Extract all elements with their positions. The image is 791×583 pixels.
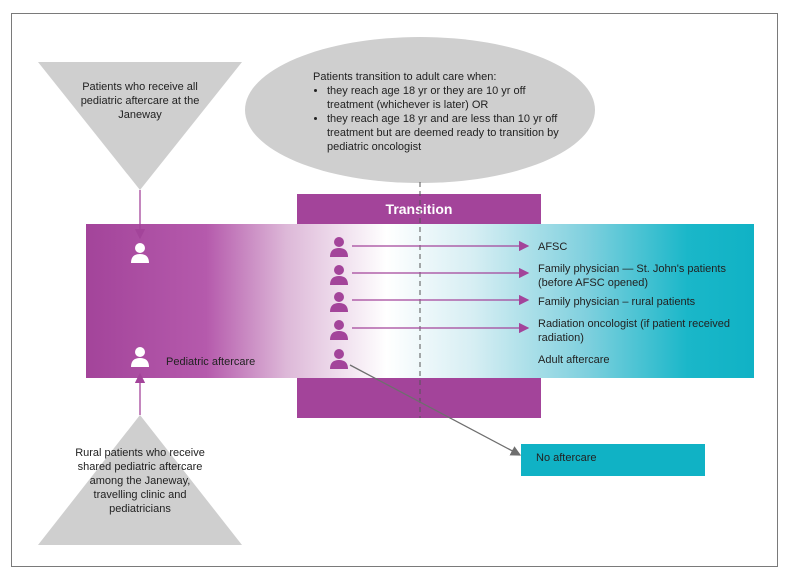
destination-family-rural: Family physician – rural patients [538, 296, 696, 308]
destination-family-stjohns: Family physician — St. John's patients (… [538, 263, 726, 289]
top-triangle-text: Patients who receive all pediatric after… [80, 81, 200, 121]
person-icon [131, 347, 149, 367]
person-icon [330, 292, 348, 312]
person-icon [330, 320, 348, 340]
person-icon [330, 237, 348, 257]
transition-header-bar [297, 194, 541, 224]
pediatric-aftercare-label: Pediatric aftercare [166, 356, 256, 368]
criteria-item: they reach age 18 yr or they are 10 yr o… [327, 84, 573, 112]
person-icon [131, 243, 149, 263]
destination-adult-aftercare: Adult aftercare [538, 354, 610, 366]
destination-afsc: AFSC [538, 241, 568, 253]
bottom-triangle [38, 415, 242, 545]
criteria-list: they reach age 18 yr or they are 10 yr o… [313, 84, 573, 154]
no-aftercare-box [521, 444, 705, 476]
person-icon [330, 265, 348, 285]
top-triangle [38, 62, 242, 190]
no-aftercare-label: No aftercare [536, 452, 597, 464]
criteria-item: they reach age 18 yr and are less than 1… [327, 112, 573, 154]
destination-radiation: Radiation oncologist (if patient receive… [538, 318, 731, 344]
transition-title: Transition [385, 201, 453, 217]
figure-frame [11, 13, 778, 567]
criteria-heading: Patients transition to adult care when: [313, 71, 497, 83]
bottom-triangle-text: Rural patients who receive shared pediat… [75, 447, 205, 515]
arrow-to-no-aftercare [349, 364, 522, 456]
transition-footer-bar [297, 378, 541, 418]
person-icon [330, 349, 348, 369]
criteria-text: Patients transition to adult care when: … [313, 70, 573, 154]
criteria-ellipse [245, 37, 595, 183]
